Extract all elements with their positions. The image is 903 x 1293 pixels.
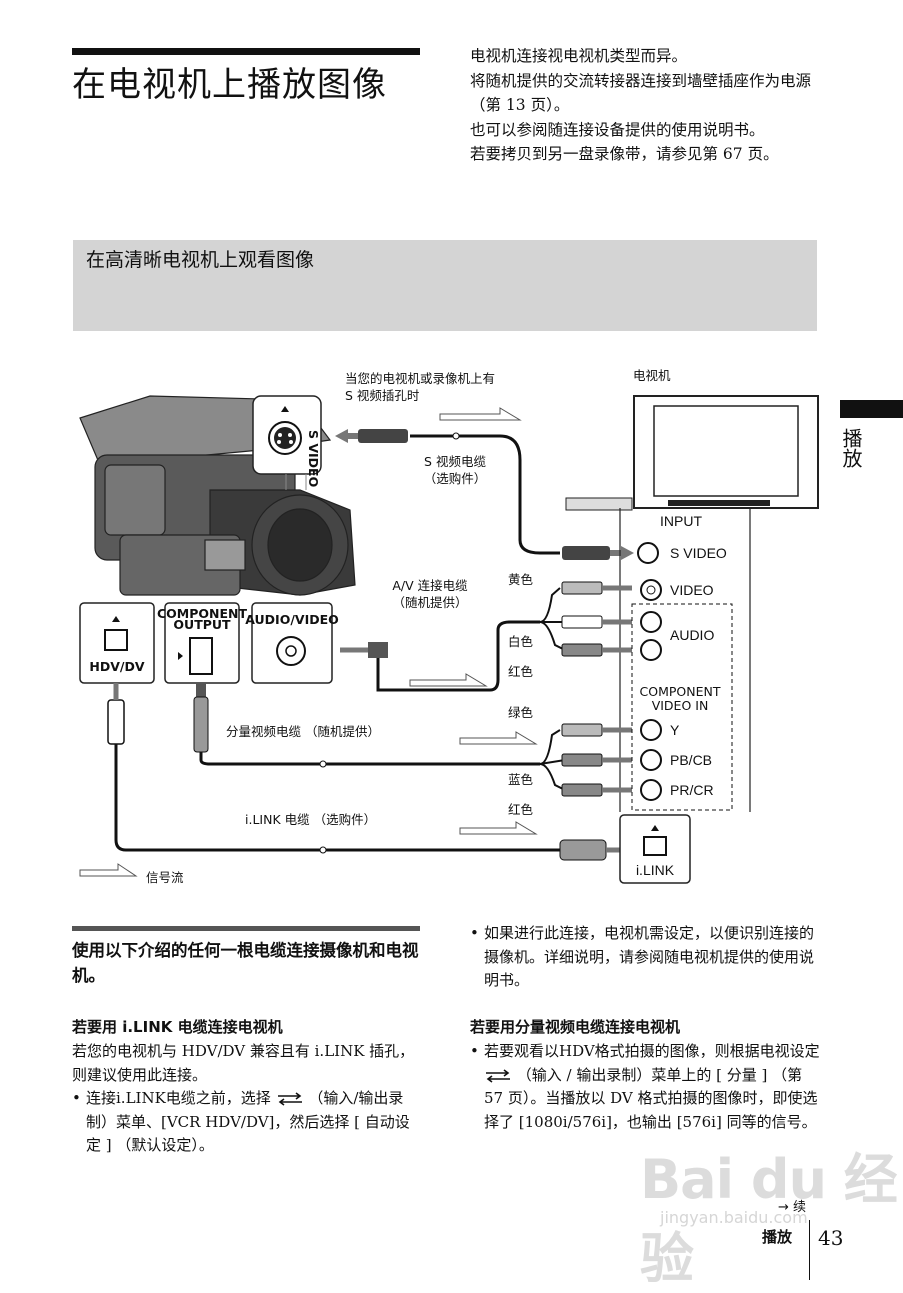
component-bullet-text-a: 若要观看以HDV格式拍摄的图像，则根据电视设定 bbox=[484, 1042, 820, 1060]
component-section: • 若要观看以HDV格式拍摄的图像，则根据电视设定 （输入 / 输出录制）菜单上… bbox=[470, 1040, 820, 1134]
tv-svideo-label: S VIDEO bbox=[670, 545, 727, 561]
section-band bbox=[73, 240, 817, 331]
side-tab-marker bbox=[840, 400, 903, 418]
component-cable bbox=[193, 683, 632, 797]
ilink-cable bbox=[107, 683, 628, 861]
svideo-note-line1: 当您的电视机或录像机上有 bbox=[345, 371, 495, 386]
ilink-bullet-text-a: 连接i.LINK电缆之前，选择 bbox=[86, 1089, 271, 1107]
component-output-line1: COMPONENT bbox=[157, 606, 247, 621]
camera-hdv-dv-port: HDV/DV bbox=[79, 602, 155, 684]
tv-component-in-line2: VIDEO IN bbox=[652, 698, 709, 713]
right-bullet-text: 如果进行此连接，电视机需设定，以便识别连接的摄像机。详细说明，请参阅随电视机提供… bbox=[484, 924, 815, 989]
signal-flow-label: 信号流 bbox=[146, 870, 184, 885]
component-bullet-text-b: （输入 / 输出录制）菜单上的 [ 分量 ] （第 57 页）。当播放以 DV … bbox=[484, 1065, 818, 1131]
title-rule bbox=[72, 48, 420, 55]
av-cable-line1: A/V 连接电缆 bbox=[392, 578, 468, 593]
right-bullet: • 如果进行此连接，电视机需设定，以便识别连接的摄像机。详细说明，请参阅随电视机… bbox=[470, 922, 820, 993]
section-title: 在高清晰电视机上观看图像 bbox=[86, 249, 315, 271]
bullet-dot: • bbox=[470, 924, 479, 942]
tv-audio-label: AUDIO bbox=[670, 627, 714, 643]
footer-divider bbox=[809, 1220, 810, 1280]
tv-component-in-line1: COMPONENT bbox=[640, 684, 721, 699]
input-output-rec-icon bbox=[277, 1092, 302, 1106]
side-tab-label: 播放 bbox=[839, 428, 863, 468]
color-white-label: 白色 bbox=[508, 634, 534, 649]
page-number: 43 bbox=[818, 1226, 844, 1250]
color-green-label: 绿色 bbox=[508, 705, 534, 720]
camera-component-output-port: COMPONENT OUTPUT bbox=[157, 602, 247, 684]
tv-ilink-label: i.LINK bbox=[636, 862, 675, 878]
tv-input-label: INPUT bbox=[660, 513, 702, 529]
right-note: • 如果进行此连接，电视机需设定，以便识别连接的摄像机。详细说明，请参阅随电视机… bbox=[470, 922, 820, 993]
bullet-dot: • bbox=[72, 1089, 81, 1107]
tv-video-label: VIDEO bbox=[670, 582, 714, 598]
ilink-cable-label: i.LINK 电缆 （选购件） bbox=[245, 812, 376, 827]
ilink-section: 若您的电视机与 HDV/DV 兼容且有 i.LINK 插孔，则建议使用此连接。 … bbox=[72, 1040, 424, 1158]
intro-line-3: 也可以参阅随连接设备提供的使用说明书。 bbox=[470, 120, 765, 139]
s-video-cable bbox=[335, 429, 634, 560]
tv-label: 电视机 bbox=[633, 368, 671, 383]
ilink-text: 若您的电视机与 HDV/DV 兼容且有 i.LINK 插孔，则建议使用此连接。 bbox=[72, 1042, 415, 1084]
page-title: 在电视机上播放图像 bbox=[72, 65, 387, 105]
intro-line-2: 将随机提供的交流转接器连接到墙壁插座作为电源 （第 13 页）。 bbox=[470, 71, 812, 115]
input-output-rec-icon bbox=[486, 1068, 510, 1083]
color-red-label: 红色 bbox=[508, 664, 534, 679]
tv-ports: INPUT S VIDEO VIDEO AUDIO COMPONENT VIDE… bbox=[619, 513, 733, 884]
color-red2-label: 红色 bbox=[508, 802, 534, 817]
intro-text: 电视机连接视电视机类型而异。 将随机提供的交流转接器连接到墙壁插座作为电源 （第… bbox=[470, 44, 820, 167]
intro-line-1: 电视机连接视电视机类型而异。 bbox=[470, 47, 688, 65]
color-blue-label: 蓝色 bbox=[508, 772, 534, 787]
intro-line-4: 若要拷贝到另一盘录像带，请参见第 67 页。 bbox=[470, 145, 779, 163]
svideo-cable-line1: S 视频电缆 bbox=[424, 454, 486, 469]
signal-flow-arrows bbox=[79, 407, 538, 877]
camera-svideo-label: S VIDEO bbox=[306, 430, 321, 487]
footer-section: 播放 bbox=[762, 1228, 793, 1246]
ilink-bullet-text: 连接i.LINK电缆之前，选择 （输入/输出录制）菜单、[VCR HDV/DV]… bbox=[86, 1087, 424, 1158]
component-cable-label: 分量视频电缆 （随机提供） bbox=[226, 724, 380, 739]
ilink-bullet-text-b: （输入/输出录制）菜单、[VCR HDV/DV]，然后选择 [ 自动设定 ] （… bbox=[86, 1089, 410, 1154]
tv-pr-label: PR/CR bbox=[670, 782, 714, 798]
component-output-line2: OUTPUT bbox=[173, 617, 231, 632]
tv-pb-label: PB/CB bbox=[670, 752, 712, 768]
component-bullet-text: 若要观看以HDV格式拍摄的图像，则根据电视设定 （输入 / 输出录制）菜单上的 … bbox=[484, 1040, 820, 1134]
color-yellow-label: 黄色 bbox=[508, 572, 534, 587]
ilink-heading: 若要用 i.LINK 电缆连接电视机 bbox=[72, 1018, 283, 1036]
audio-video-label: AUDIO/VIDEO bbox=[245, 612, 339, 627]
av-cable bbox=[340, 581, 632, 692]
svideo-note-line2: S 视频插孔时 bbox=[345, 388, 420, 403]
connection-diagram: S VIDEO HDV/DV COMPONENT OUTPUT bbox=[79, 368, 819, 885]
camera-audio-video-port: AUDIO/VIDEO bbox=[245, 602, 339, 684]
camera-s-video-port: S VIDEO bbox=[252, 395, 322, 487]
hdv-dv-label: HDV/DV bbox=[89, 659, 144, 674]
continued-marker: → 续 bbox=[778, 1200, 807, 1215]
watermark-url: jingyan.baidu.com bbox=[660, 1208, 808, 1227]
av-cable-line2: （随机提供） bbox=[392, 595, 467, 610]
component-bullet: • 若要观看以HDV格式拍摄的图像，则根据电视设定 （输入 / 输出录制）菜单上… bbox=[470, 1040, 820, 1134]
lead-text: 使用以下介绍的任何一根电缆连接摄像机和电视机。 bbox=[72, 941, 419, 985]
tv-y-label: Y bbox=[670, 722, 680, 738]
component-heading: 若要用分量视频电缆连接电视机 bbox=[470, 1018, 681, 1036]
lead-rule bbox=[72, 926, 420, 931]
ilink-bullet: • 连接i.LINK电缆之前，选择 （输入/输出录制）菜单、[VCR HDV/D… bbox=[72, 1087, 424, 1158]
tv-illustration bbox=[565, 395, 819, 812]
svideo-cable-line2: （选购件） bbox=[424, 471, 487, 486]
bullet-dot: • bbox=[470, 1042, 479, 1060]
